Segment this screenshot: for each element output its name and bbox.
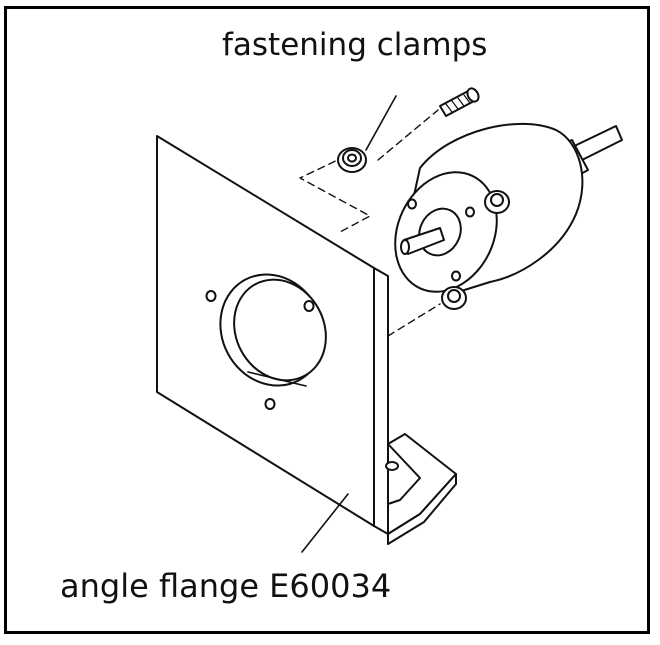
- encoder-face-hole: [465, 206, 475, 218]
- encoder-face-hole: [451, 270, 461, 282]
- screw: [439, 87, 480, 117]
- clamps-leader-line: [365, 95, 397, 151]
- encoder-face-hole: [407, 198, 417, 210]
- flange-bore: [219, 273, 327, 387]
- flange-plate-side: [373, 267, 389, 535]
- angle-flange: [156, 135, 457, 545]
- fastening-clamp: [337, 147, 367, 173]
- angle-flange-label: angle flange E60034: [60, 567, 392, 605]
- flange-leader-line: [301, 493, 349, 553]
- flange-hole: [264, 398, 276, 410]
- fastening-clamp: [484, 190, 510, 214]
- fastening-clamp: [441, 286, 467, 310]
- flange-foot-edge: [387, 473, 457, 545]
- flange-hole: [205, 290, 217, 302]
- flange-hole: [303, 300, 315, 312]
- flange-foot-hole: [385, 461, 399, 471]
- fastening-clamps-label: fastening clamps: [222, 27, 488, 63]
- encoder: [394, 122, 623, 310]
